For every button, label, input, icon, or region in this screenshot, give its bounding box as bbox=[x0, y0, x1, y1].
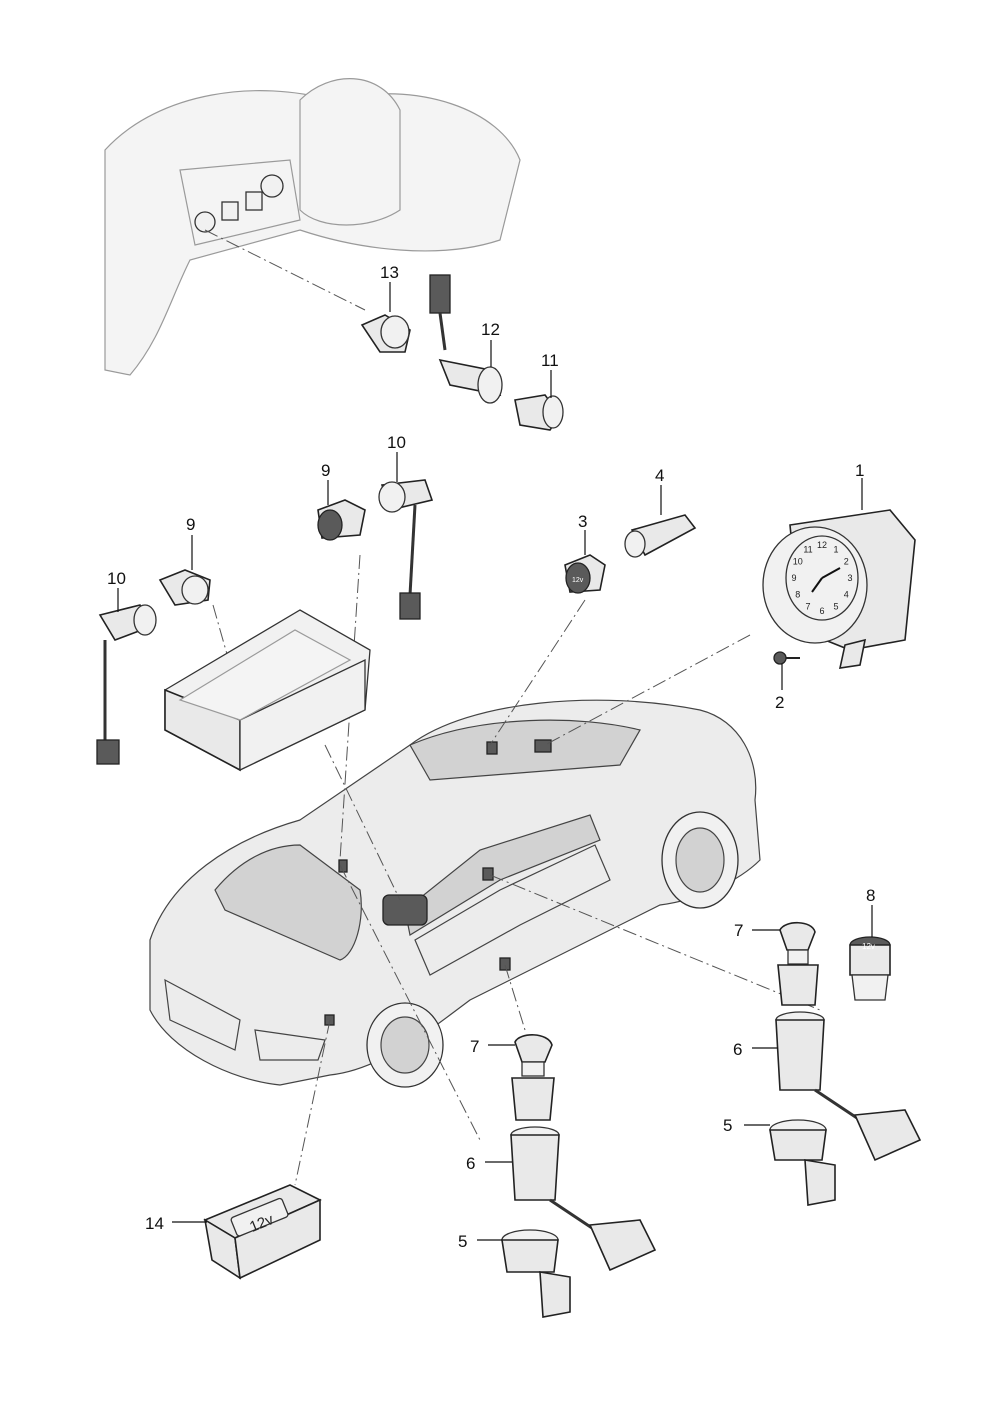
part-12-socket-wired bbox=[429, 274, 503, 404]
clock-numeral: 8 bbox=[795, 590, 800, 600]
marker-center-storage bbox=[382, 894, 428, 926]
callout-13: 13 bbox=[380, 263, 399, 282]
clock-numeral: 7 bbox=[805, 602, 810, 612]
callout-leaders bbox=[117, 282, 873, 1241]
callout-10-left: 10 bbox=[107, 569, 126, 588]
callout-5-right: 5 bbox=[723, 1116, 732, 1135]
callout-4: 4 bbox=[655, 466, 664, 485]
callout-11: 11 bbox=[541, 351, 559, 370]
part-6-right-socket bbox=[775, 1011, 922, 1162]
callout-10-upper: 10 bbox=[387, 433, 406, 452]
part-3-cap: 12v bbox=[564, 554, 606, 594]
callout-3: 3 bbox=[578, 512, 587, 531]
callout-9-left: 9 bbox=[186, 515, 195, 534]
callout-labels: 1 2 3 4 5 5 6 6 7 7 8 9 9 10 10 11 12 13… bbox=[107, 263, 875, 1251]
callout-9-upper: 9 bbox=[321, 461, 330, 480]
part-4-socket bbox=[624, 514, 697, 558]
part-5-right-ring bbox=[769, 1119, 836, 1206]
callout-14: 14 bbox=[145, 1214, 164, 1233]
part-10-left-socket-wired bbox=[96, 604, 157, 765]
cap-8-label: 12v bbox=[862, 942, 875, 951]
marker-front-console bbox=[486, 741, 498, 755]
callout-7-right: 7 bbox=[734, 921, 743, 940]
part-9-left-socket bbox=[158, 569, 211, 606]
callout-2: 2 bbox=[775, 693, 784, 712]
clock-numeral: 6 bbox=[819, 606, 824, 616]
part-5-lower-ring bbox=[501, 1229, 571, 1318]
marker-front-door bbox=[482, 867, 494, 881]
part-10-upper-socket-wired bbox=[378, 479, 434, 620]
rear-console bbox=[104, 78, 521, 376]
part-7-lower-plug bbox=[511, 1034, 555, 1121]
part-11-plug bbox=[514, 394, 564, 431]
cap-3-label: 12v bbox=[572, 577, 584, 584]
storage-compartment bbox=[164, 609, 371, 772]
marker-dash bbox=[534, 739, 552, 753]
car-illustration bbox=[149, 699, 761, 1088]
callout-8: 8 bbox=[866, 886, 875, 905]
part-7-right-plug bbox=[777, 921, 819, 1006]
callout-5-lower: 5 bbox=[458, 1232, 467, 1251]
clock-numeral: 2 bbox=[844, 557, 849, 567]
clock-numeral: 10 bbox=[793, 557, 803, 567]
callout-7-lower: 7 bbox=[470, 1037, 479, 1056]
callout-6-right: 6 bbox=[733, 1040, 742, 1059]
clock-numeral: 12 bbox=[817, 540, 827, 550]
clock-numeral: 4 bbox=[844, 590, 849, 600]
clock-numeral: 1 bbox=[833, 544, 838, 554]
callout-1: 1 bbox=[855, 461, 864, 480]
front-wheel bbox=[661, 811, 739, 909]
part-13-socket-housing bbox=[360, 314, 411, 353]
console-socket-row bbox=[194, 174, 284, 233]
rear-wheel bbox=[366, 1002, 444, 1088]
part-14-12v-socket: 12v bbox=[203, 1184, 322, 1280]
marker-rear-console bbox=[338, 859, 348, 873]
part-2-screw bbox=[773, 651, 800, 665]
part-9-upper-socket bbox=[317, 499, 366, 541]
marker-rear-door bbox=[499, 957, 511, 971]
clock-numeral: 9 bbox=[791, 573, 796, 583]
clock-numeral: 3 bbox=[847, 573, 852, 583]
callout-6-lower: 6 bbox=[466, 1154, 475, 1173]
clock-numeral: 11 bbox=[803, 544, 812, 554]
callout-12: 12 bbox=[481, 320, 500, 339]
clock-numeral: 5 bbox=[833, 602, 838, 612]
part-6-lower-socket bbox=[510, 1126, 657, 1272]
part-8-cap: 12v bbox=[849, 936, 891, 1001]
